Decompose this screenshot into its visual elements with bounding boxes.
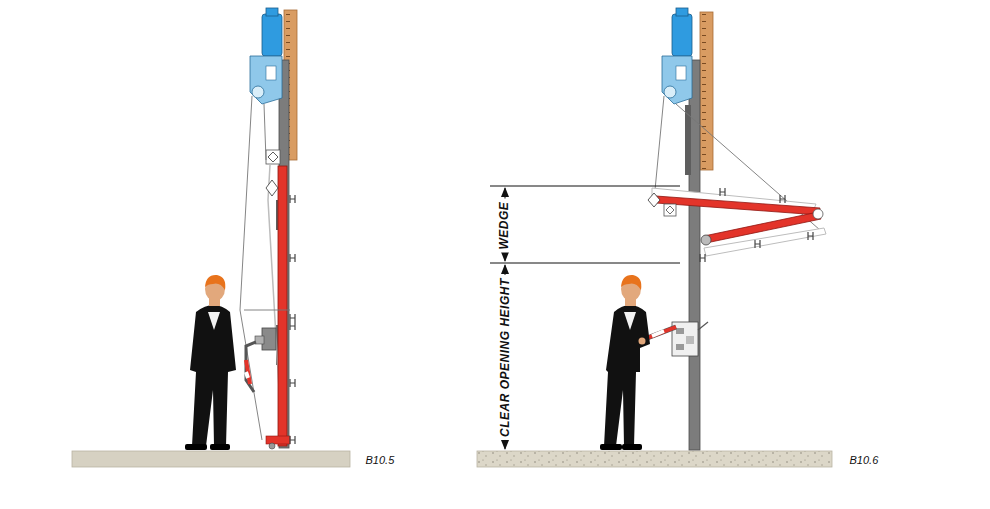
door-panel-closed-part xyxy=(269,443,275,449)
dimension-lines-part xyxy=(501,187,509,197)
person-figure-part xyxy=(185,444,207,450)
steel-column-part xyxy=(685,105,691,175)
ground-slab xyxy=(477,451,832,467)
hinge-brackets-part xyxy=(780,195,785,203)
person-figure-part xyxy=(604,305,650,446)
lift-cables xyxy=(240,96,290,440)
door-panel-closed-part xyxy=(266,436,290,444)
person-figure-part xyxy=(208,312,220,330)
dimension-lines-part xyxy=(490,186,680,187)
drive-motor xyxy=(250,8,282,104)
door-panel-closed-part xyxy=(278,166,287,446)
dimension-label: WEDGE xyxy=(498,198,511,252)
person-figure-part xyxy=(600,444,622,450)
person-figure-part xyxy=(622,444,642,450)
lift-cables-part xyxy=(264,104,266,160)
dimension-lines-part xyxy=(501,440,509,450)
drive-motor-part xyxy=(266,8,278,16)
hinge-brackets-part xyxy=(290,436,295,444)
drive-motor-part xyxy=(250,56,282,104)
control-box-part xyxy=(698,322,708,330)
door-panel-closed-part xyxy=(266,180,278,196)
wood-wall-part xyxy=(700,12,713,170)
person-figure-part xyxy=(624,312,636,330)
person-figure-part xyxy=(210,444,230,450)
hand-crank-part xyxy=(255,336,264,344)
door-panel-folded-part xyxy=(664,204,676,216)
dimension-lines-part xyxy=(501,264,509,274)
wood-wall xyxy=(700,12,713,170)
hinge-brackets-part xyxy=(755,240,760,248)
hinge-brackets xyxy=(700,188,813,262)
hand-crank-part xyxy=(652,331,664,336)
dimension-lines-part xyxy=(490,263,680,264)
drive-motor-part xyxy=(676,66,686,80)
lift-cables-part xyxy=(244,310,290,311)
control-box-part xyxy=(686,336,694,344)
door-panel-folded xyxy=(648,188,826,256)
hinge-brackets-part xyxy=(290,195,295,203)
door-panel-folded-part xyxy=(648,193,660,207)
control-box-part xyxy=(676,328,684,334)
hand-crank-part xyxy=(246,342,256,392)
drive-motor-part xyxy=(662,56,692,104)
person-figure xyxy=(600,275,650,450)
hinge-brackets-part xyxy=(290,314,295,322)
hinge-brackets-part xyxy=(700,254,705,262)
lift-cables xyxy=(655,96,820,255)
drive-motor-part xyxy=(262,14,282,56)
hand-crank xyxy=(246,328,276,392)
drive-motor-part xyxy=(664,86,676,98)
hand-crank-part xyxy=(246,372,248,378)
person-figure-part xyxy=(621,275,641,290)
lift-cables-part xyxy=(655,96,664,190)
person-figure-part xyxy=(205,275,225,290)
door-panel-folded-part xyxy=(704,228,826,256)
ground-slab-part xyxy=(72,451,350,467)
door-panel-folded-part xyxy=(656,196,820,215)
hinge-brackets-part xyxy=(808,232,813,240)
hinge-brackets xyxy=(290,195,295,444)
ground-slab xyxy=(72,451,350,467)
hinge-brackets-part xyxy=(720,188,725,196)
drive-motor-part xyxy=(672,14,692,56)
door-panel-closed xyxy=(266,166,290,449)
lift-cables-part xyxy=(240,96,262,440)
person-figure xyxy=(185,275,236,450)
steel-column xyxy=(276,60,289,448)
figure-number: B10.6 xyxy=(850,454,879,466)
hinge-brackets-part xyxy=(290,254,295,262)
hinge-brackets-part xyxy=(290,322,295,330)
drive-motor-part xyxy=(676,8,688,16)
ground-slab-part xyxy=(477,451,832,467)
door-frame-part xyxy=(268,152,278,162)
figure-number: B10.5 xyxy=(366,454,395,466)
dimension-lines-part xyxy=(501,252,509,262)
door-panel-folded-part xyxy=(701,235,711,245)
control-box xyxy=(672,322,708,356)
drive-motor-part xyxy=(252,86,264,98)
dimension-label: CLEAR OPENING HEIGHT xyxy=(498,275,511,440)
hand-crank-part xyxy=(246,360,250,384)
door-panel-folded-part xyxy=(666,206,674,214)
door-frame-part xyxy=(266,150,280,164)
hinge-brackets-part xyxy=(290,379,295,387)
steel-column-part xyxy=(279,60,289,448)
control-box-part xyxy=(676,344,684,350)
drive-motor-part xyxy=(266,66,276,80)
door-panel-folded-part xyxy=(813,209,823,219)
drive-motor xyxy=(662,8,692,104)
dimension-lines xyxy=(490,186,680,450)
person-figure-part xyxy=(639,338,646,345)
person-figure-part xyxy=(190,305,236,446)
